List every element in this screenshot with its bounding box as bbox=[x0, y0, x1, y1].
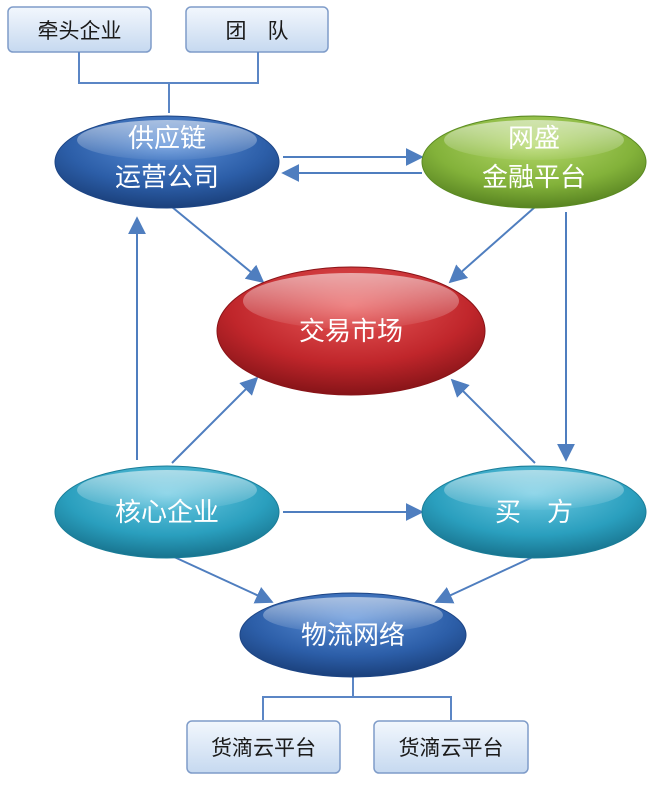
supply-chain-label-line1: 供应链 bbox=[128, 124, 206, 154]
platform-box-a: 货滴云平台 bbox=[186, 720, 341, 774]
core-enterprise-node: 核心企业 bbox=[54, 465, 280, 559]
team-box: 团 队 bbox=[185, 6, 329, 53]
core-enterprise-label: 核心企业 bbox=[115, 498, 219, 528]
team-label: 团 队 bbox=[226, 19, 289, 43]
finance-label-line1: 网盛 bbox=[508, 124, 560, 154]
top-tree-connector bbox=[78, 52, 259, 113]
lead-enterprise-box: 牵头企业 bbox=[7, 6, 152, 53]
finance-label-line2: 金融平台 bbox=[482, 163, 586, 193]
arrow-supply-to-market bbox=[171, 206, 265, 284]
logistics-label: 物流网络 bbox=[301, 621, 405, 651]
arrow-core-to-logistics bbox=[171, 555, 274, 604]
arrow-buyer-to-logistics bbox=[434, 555, 536, 604]
lead-enterprise-label: 牵头企业 bbox=[38, 19, 122, 43]
platform-label-a: 货滴云平台 bbox=[211, 736, 316, 760]
arrow-finance-to-market bbox=[448, 206, 536, 284]
finance-node: 网盛 金融平台 bbox=[421, 115, 647, 209]
buyer-label: 买 方 bbox=[495, 498, 573, 528]
platform-box-b: 货滴云平台 bbox=[373, 720, 529, 774]
arrow-core-to-market bbox=[171, 376, 259, 464]
buyer-node: 买 方 bbox=[421, 465, 647, 559]
platform-label-b: 货滴云平台 bbox=[399, 736, 504, 760]
bottom-tree-connector bbox=[262, 676, 452, 720]
supply-chain-node: 供应链 运营公司 bbox=[54, 115, 280, 209]
supply-chain-label-line2: 运营公司 bbox=[115, 163, 219, 193]
arrow-buyer-to-market bbox=[450, 378, 536, 464]
arrows bbox=[128, 148, 575, 604]
market-label: 交易市场 bbox=[299, 317, 403, 347]
logistics-node: 物流网络 bbox=[239, 592, 467, 678]
market-node: 交易市场 bbox=[216, 266, 486, 396]
